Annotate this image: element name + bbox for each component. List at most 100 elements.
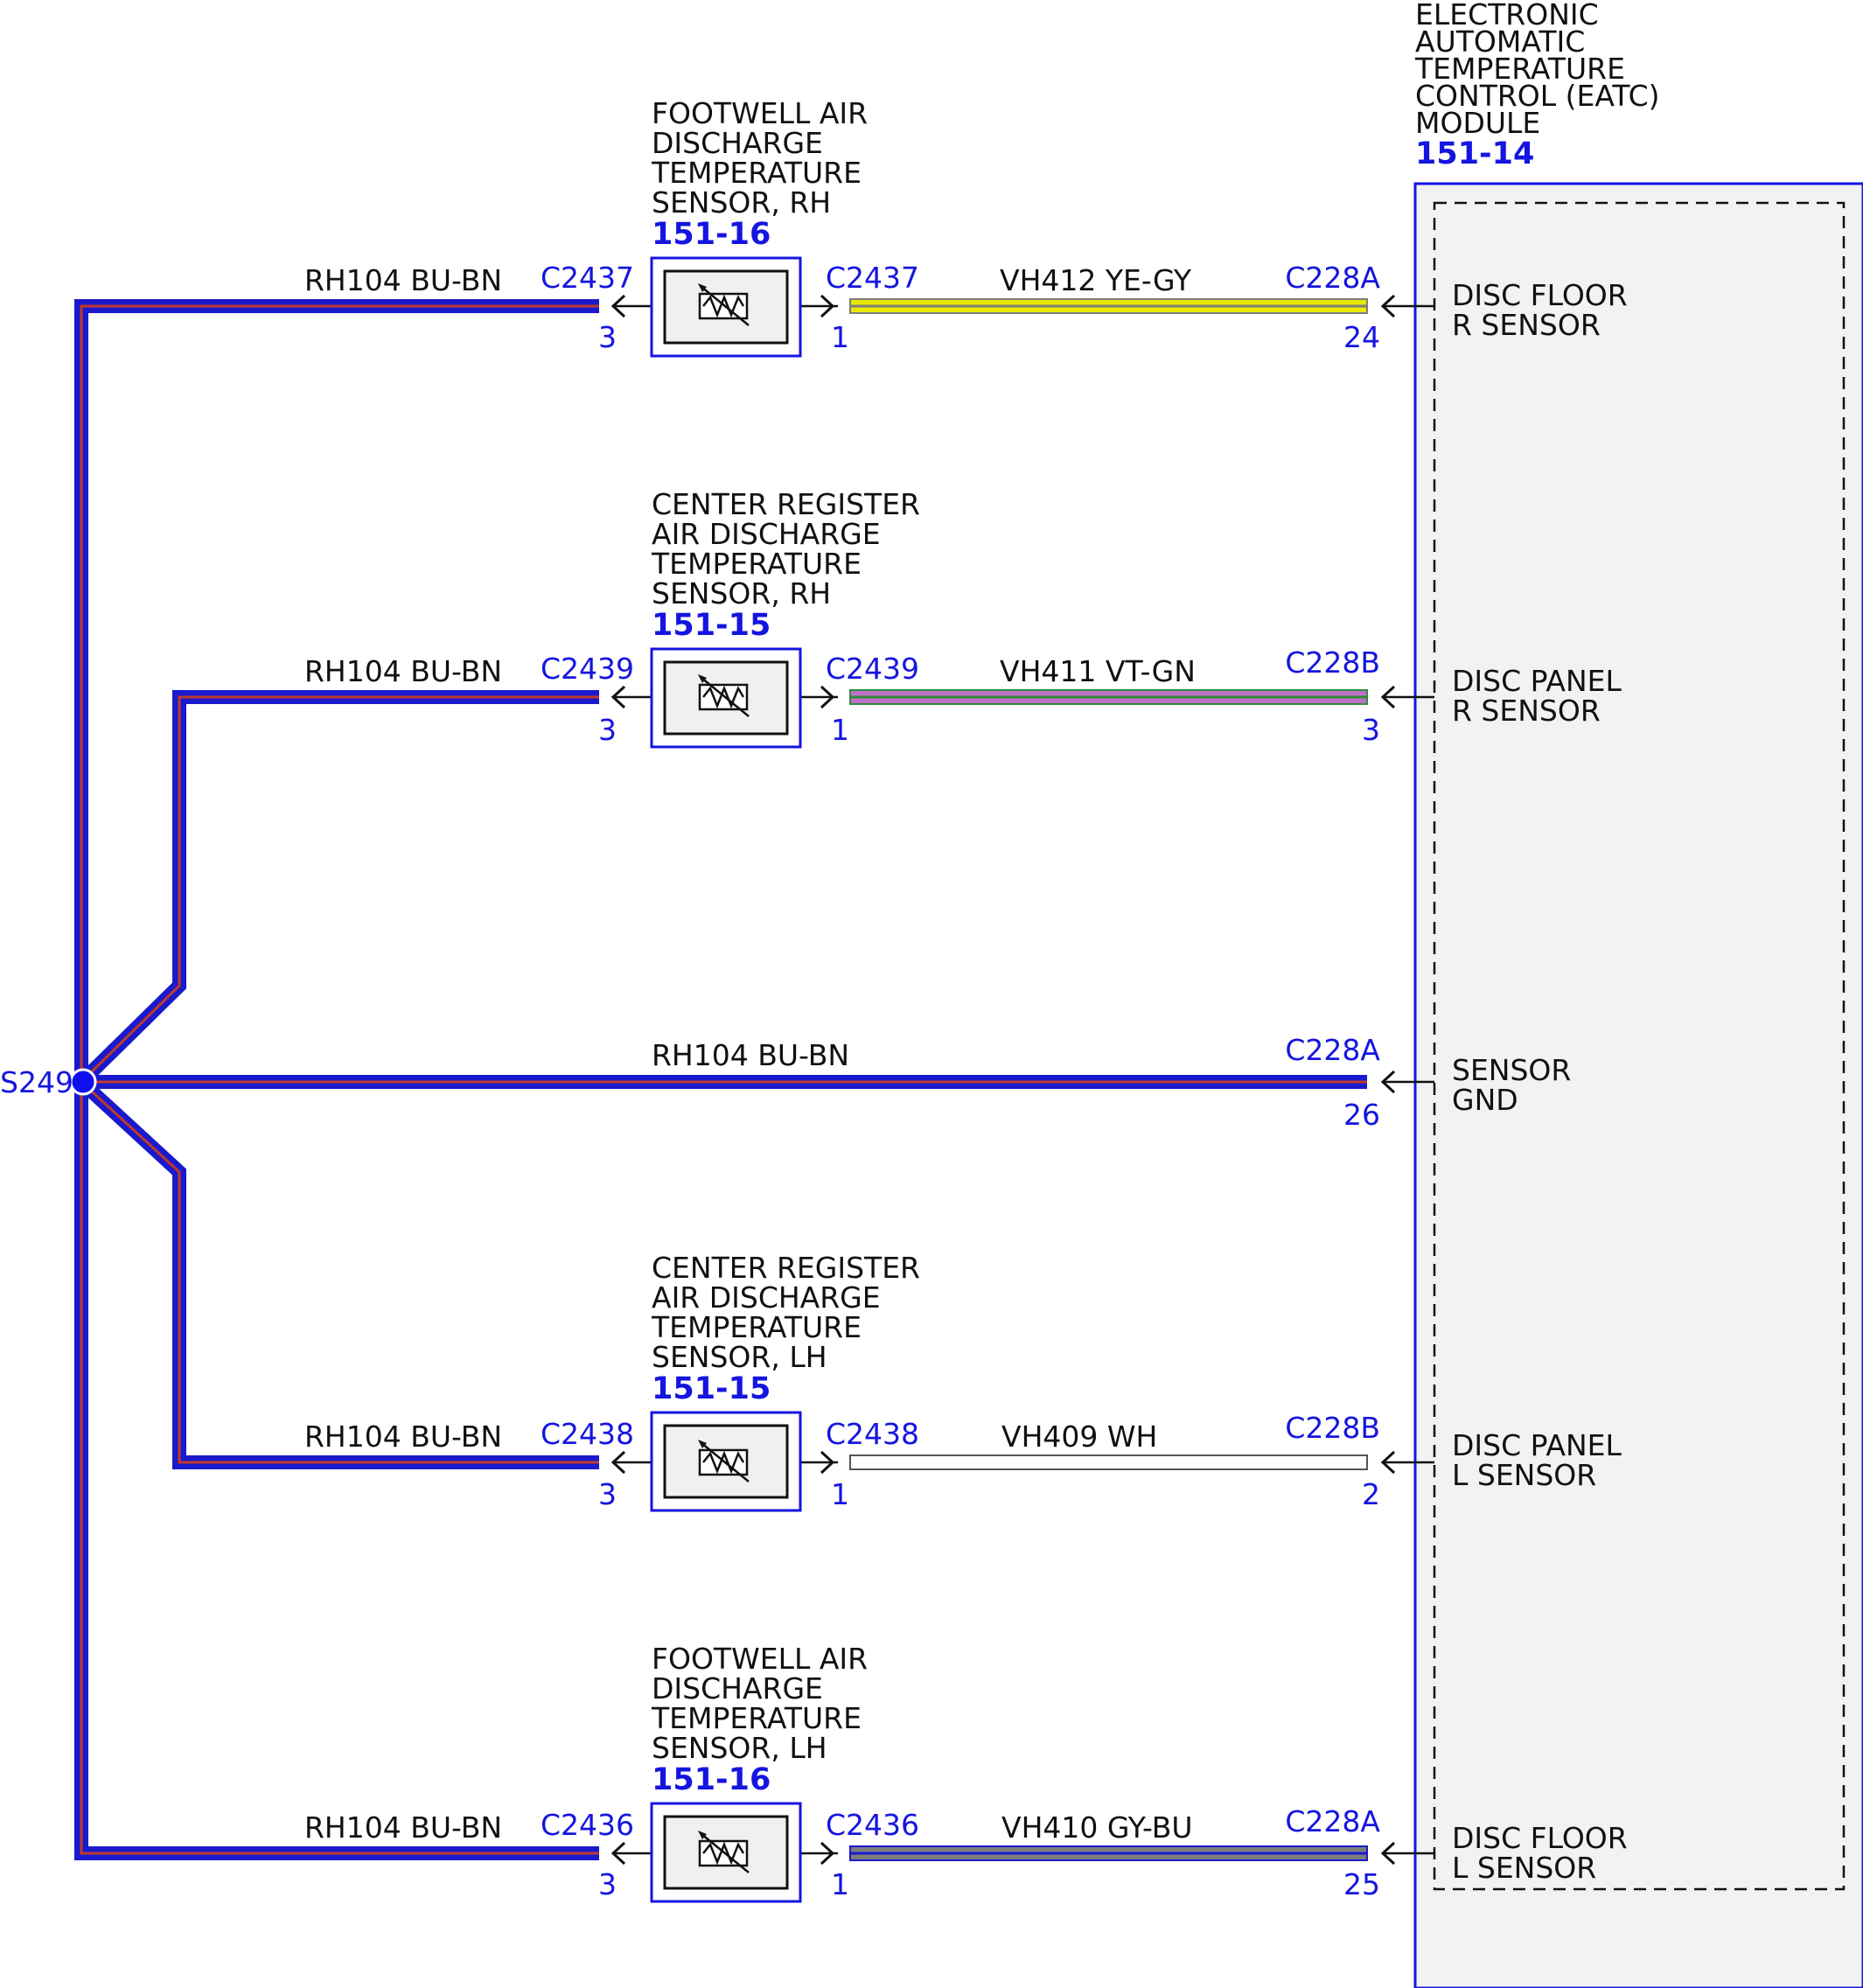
- splice-label: S249: [0, 1065, 73, 1099]
- module-pin-disc-floor-r: C228A 24 DISC FLOOR R SENSOR: [1285, 261, 1627, 354]
- gnd-wire-label: RH104 BU-BN: [304, 263, 502, 297]
- ground-wire-label: RH104 BU-BN: [652, 1038, 849, 1072]
- splice-s249: S249: [0, 1065, 97, 1099]
- module-outline: [1413, 182, 1863, 1988]
- module-name-line: MODULE: [1415, 106, 1540, 140]
- module-pin-name: R SENSOR: [1452, 694, 1601, 728]
- gnd-pin-number: 3: [598, 713, 617, 747]
- sensor-name-line: TEMPERATURE: [651, 1310, 862, 1344]
- gnd-wire-label: RH104 BU-BN: [304, 1420, 502, 1454]
- sensor-footwell-rh: FOOTWELL AIR DISCHARGE TEMPERATURE SENSO…: [304, 96, 1192, 358]
- module-pin-name: SENSOR: [1452, 1053, 1571, 1087]
- pin-arrow: [1380, 1450, 1396, 1475]
- pin-arrow: [1380, 1841, 1396, 1866]
- sensor-footwell-lh: FOOTWELL AIR DISCHARGE TEMPERATURE SENSO…: [304, 1642, 1193, 1903]
- module-pin-disc-panel-l: C228B 2 DISC PANEL L SENSOR: [1285, 1411, 1622, 1511]
- sensor-ref: 151-16: [652, 1762, 771, 1797]
- connector-label-right: C2436: [826, 1808, 919, 1842]
- splice-dot: [69, 1068, 97, 1096]
- sensor-ref: 151-15: [652, 1371, 771, 1406]
- sensor-name-line: DISCHARGE: [652, 1671, 823, 1705]
- sensor-name-line: SENSOR, RH: [652, 185, 831, 220]
- sensor-name-line: FOOTWELL AIR: [652, 1642, 868, 1676]
- module-pin-name: L SENSOR: [1452, 1458, 1596, 1492]
- pin-arrow: [1380, 294, 1396, 318]
- sensor-name-line: TEMPERATURE: [651, 1701, 862, 1735]
- pin-arrow: [1380, 1070, 1396, 1094]
- module-name-line: ELECTRONIC: [1415, 0, 1599, 31]
- gnd-pin-number: 3: [598, 320, 617, 354]
- gnd-pin-number: 3: [598, 1867, 617, 1901]
- sensor-name-line: AIR DISCHARGE: [652, 517, 881, 551]
- module-pin-disc-floor-l: C228A 25 DISC FLOOR L SENSOR: [1285, 1804, 1627, 1901]
- thermistor-icon: [698, 1440, 750, 1482]
- gnd-pin-number: 3: [598, 1477, 617, 1511]
- sig-wire-label: VH410 GY-BU: [1001, 1810, 1193, 1845]
- module-connector-label: C228B: [1285, 645, 1380, 680]
- sensor-name-line: DISCHARGE: [652, 126, 823, 160]
- module-name-line: AUTOMATIC: [1415, 24, 1585, 59]
- module-connector-label: C228A: [1285, 1804, 1380, 1838]
- sensor-name-line: SENSOR, RH: [652, 576, 831, 610]
- module-pin-number: 3: [1362, 713, 1380, 747]
- module-ref: 151-14: [1415, 136, 1534, 171]
- connector-label-right: C2438: [826, 1417, 919, 1451]
- connector-label-left: C2439: [541, 652, 634, 686]
- sig-pin-number: 1: [831, 1867, 849, 1901]
- sensor-center-register-rh: CENTER REGISTER AIR DISCHARGE TEMPERATUR…: [304, 487, 1196, 749]
- sensor-name-line: TEMPERATURE: [651, 156, 862, 190]
- connector-label-left: C2438: [541, 1417, 634, 1451]
- sensor-name-line: TEMPERATURE: [651, 547, 862, 581]
- sig-pin-number: 1: [831, 713, 849, 747]
- gnd-wire-label: RH104 BU-BN: [304, 1810, 502, 1845]
- thermistor-icon: [698, 1831, 750, 1873]
- module-pin-number: 2: [1362, 1477, 1380, 1511]
- gnd-wire-label: RH104 BU-BN: [304, 654, 502, 688]
- sig-wire-label: VH411 VT-GN: [1000, 654, 1196, 688]
- module-pin-number: 25: [1343, 1867, 1380, 1901]
- thermistor-icon: [698, 283, 750, 326]
- module-pin-number: 24: [1343, 320, 1380, 354]
- sensor-name-line: AIR DISCHARGE: [652, 1280, 881, 1315]
- sensor-ref: 151-15: [652, 608, 771, 643]
- module-pin-name: DISC PANEL: [1452, 664, 1622, 698]
- module-pin-name: R SENSOR: [1452, 308, 1601, 342]
- module-internal-boundary: [1433, 201, 1846, 1891]
- sensor-name-line: SENSOR, LH: [652, 1340, 827, 1374]
- signal-wire-vh409: [849, 1454, 1368, 1470]
- sig-pin-number: 1: [831, 1477, 849, 1511]
- module-connector-label: C228A: [1285, 1033, 1380, 1067]
- sensor-ref: 151-16: [652, 217, 771, 252]
- eatc-module: ELECTRONIC AUTOMATIC TEMPERATURE CONTROL…: [1285, 0, 1863, 1988]
- module-connector-label: C228A: [1285, 261, 1380, 295]
- sensor-name-line: FOOTWELL AIR: [652, 96, 868, 130]
- module-pin-name: L SENSOR: [1452, 1851, 1596, 1885]
- pin-arrow: [1380, 685, 1396, 709]
- module-pin-name: DISC PANEL: [1452, 1428, 1622, 1462]
- module-connector-label: C228B: [1285, 1411, 1380, 1445]
- sensor-name-line: SENSOR, LH: [652, 1731, 827, 1765]
- module-name-line: CONTROL (EATC): [1415, 79, 1660, 113]
- connector-label-right: C2439: [826, 652, 919, 686]
- connector-label-left: C2436: [541, 1808, 634, 1842]
- module-pin-sensor-gnd: C228A 26 SENSOR GND: [1285, 1033, 1571, 1132]
- module-pin-name: GND: [1452, 1083, 1518, 1117]
- module-name-line: TEMPERATURE: [1414, 52, 1625, 86]
- module-pin-number: 26: [1343, 1098, 1380, 1132]
- signal-wire-vh412: [849, 298, 1368, 314]
- sensor-center-register-lh: CENTER REGISTER AIR DISCHARGE TEMPERATUR…: [304, 1251, 1157, 1512]
- connector-label-left: C2437: [541, 261, 634, 295]
- sig-pin-number: 1: [831, 320, 849, 354]
- thermistor-icon: [698, 674, 750, 717]
- sensor-name-line: CENTER REGISTER: [652, 487, 920, 521]
- signal-wire-vh410: [849, 1845, 1368, 1861]
- sig-wire-label: VH409 WH: [1001, 1420, 1157, 1454]
- sig-wire-label: VH412 YE-GY: [1000, 263, 1192, 297]
- connector-label-right: C2437: [826, 261, 919, 295]
- sensor-name-line: CENTER REGISTER: [652, 1251, 920, 1285]
- signal-wire-vh411: [849, 689, 1368, 705]
- module-pin-name: DISC FLOOR: [1452, 1821, 1628, 1855]
- module-pin-name: DISC FLOOR: [1452, 278, 1628, 312]
- module-pin-disc-panel-r: C228B 3 DISC PANEL R SENSOR: [1285, 645, 1622, 747]
